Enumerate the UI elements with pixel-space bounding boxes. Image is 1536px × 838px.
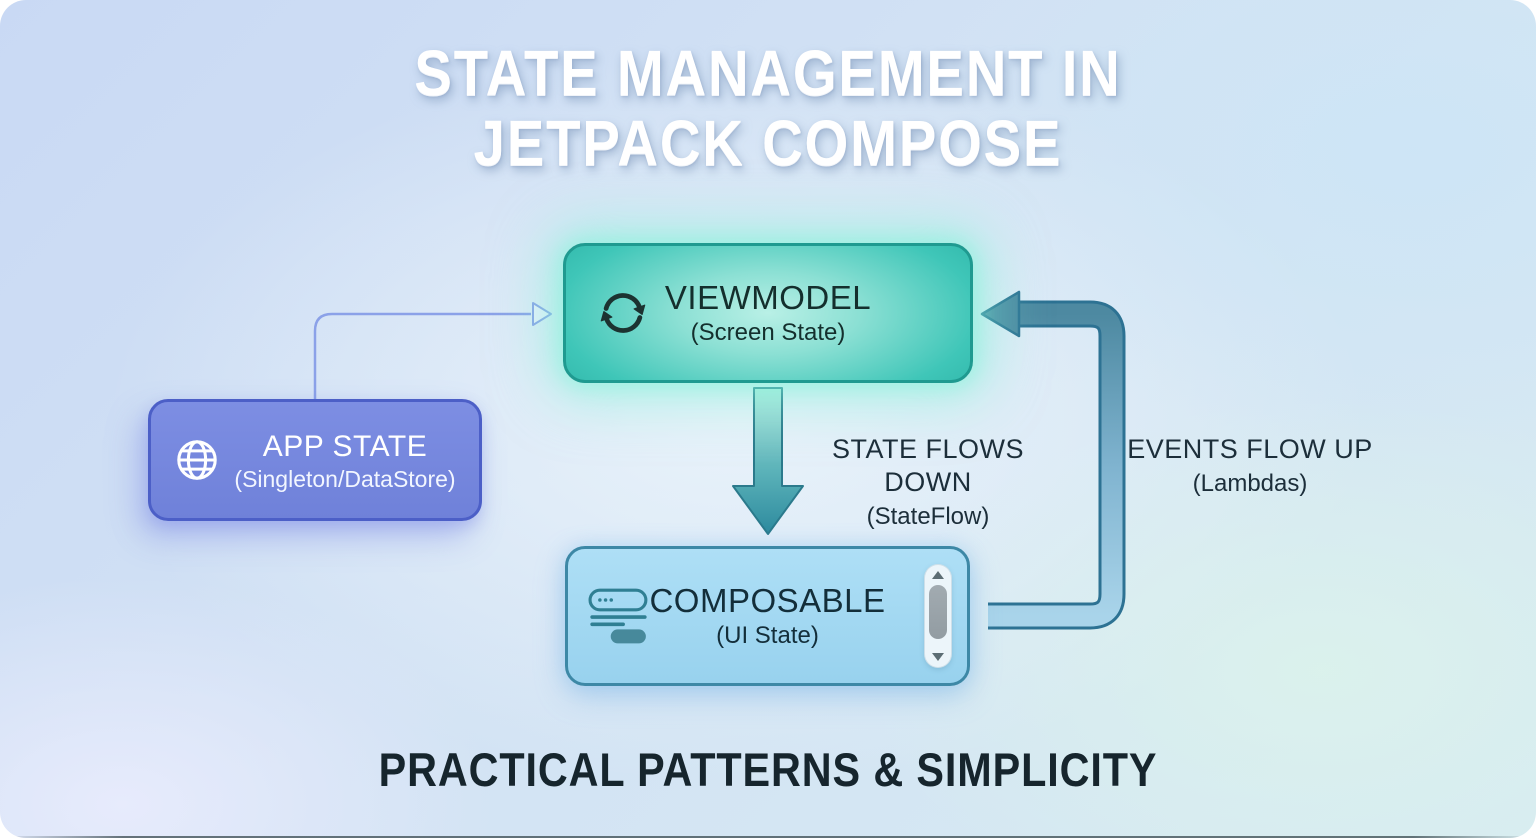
globe-icon [177,440,218,480]
scroll-up-icon [932,571,944,579]
app-state-connector-arrowhead [532,302,552,326]
state-flows-down-sublabel: (StateFlow) [866,503,990,530]
viewmodel-node: VIEWMODEL (Screen State) [563,243,973,383]
bottom-edge-line [0,836,1536,838]
app-state-node: APP STATE (Singleton/DataStore) [148,399,482,521]
state-flows-down-label-group: STATE FLOWS DOWN (StateFlow) [793,433,1063,531]
title-line-2: JETPACK COMPOSE [473,107,1063,179]
state-flows-down-label: STATE FLOWS DOWN [831,434,1024,497]
composable-node: COMPOSABLE (UI State) [565,546,970,686]
scrollbar-thumb [929,585,947,639]
scrollbar-graphic [924,564,952,668]
events-flow-up-label: EVENTS FLOW UP [1127,434,1373,464]
ui-mockup-icon [588,588,648,644]
page-title: STATE MANAGEMENT IN JETPACK COMPOSE [92,38,1444,178]
footer-caption: PRACTICAL PATTERNS & SIMPLICITY [378,743,1158,796]
sync-icon [600,293,646,333]
app-state-to-viewmodel-connector [313,312,531,401]
scroll-down-icon [932,653,944,661]
viewmodel-subtitle: (Screen State) [690,319,846,346]
composable-subtitle: (UI State) [716,622,819,649]
title-line-1: STATE MANAGEMENT IN [414,37,1122,109]
viewmodel-title: VIEWMODEL [664,279,872,316]
composable-title: COMPOSABLE [649,582,886,619]
app-state-title: APP STATE [262,429,428,463]
events-flow-up-arrowhead [980,290,1021,338]
events-flow-up-arrow-body [988,303,1123,627]
app-state-subtitle: (Singleton/DataStore) [234,465,456,492]
events-flow-up-sublabel: (Lambdas) [1192,470,1308,497]
events-flow-up-label-group: EVENTS FLOW UP (Lambdas) [1115,433,1385,498]
state-flows-down-arrow [732,387,804,535]
